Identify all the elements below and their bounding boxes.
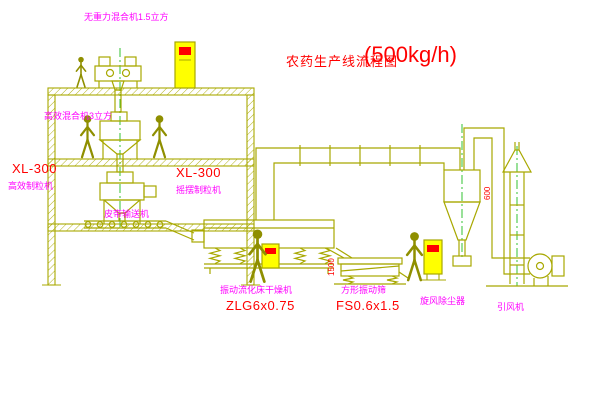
label-belt-conveyor: 皮带输送机 bbox=[104, 209, 150, 219]
label-center-granulator-name: 摇摆制粒机 bbox=[176, 185, 222, 195]
label-fan-name: 引风机 bbox=[497, 302, 525, 312]
label-screen-name: 方形振动筛 bbox=[341, 285, 387, 295]
diagram-capacity: (500kg/h) bbox=[364, 42, 457, 67]
dimension-screen-chute: 1500 bbox=[327, 258, 336, 276]
cabinet-display bbox=[179, 47, 191, 55]
induced-draft-fan bbox=[486, 253, 568, 287]
vibrating-screen bbox=[325, 247, 409, 285]
label-cyclone-name: 旋风除尘器 bbox=[420, 296, 466, 306]
outlet-duct bbox=[463, 127, 530, 275]
label-center-granulator-model: XL-300 bbox=[176, 165, 221, 180]
diagram-title: 农药生产线流程图 bbox=[286, 54, 399, 69]
label-dryer-name: 振动流化床干燥机 bbox=[220, 285, 293, 295]
person-figure bbox=[151, 114, 168, 159]
label-left-granulator-name: 高效制粒机 bbox=[8, 181, 54, 191]
dimension-cyclone: 600 bbox=[483, 186, 492, 200]
roof-mixer bbox=[94, 56, 142, 113]
label-mid-mixer: 高效混合机3立方 bbox=[44, 111, 113, 121]
label-screen-model: FS0.6x1.5 bbox=[336, 298, 400, 313]
cabinet-display bbox=[265, 248, 276, 254]
dryer-control-cabinet bbox=[261, 243, 280, 269]
cabinet-display bbox=[427, 245, 439, 252]
label-left-granulator-model: XL-300 bbox=[12, 161, 57, 176]
roof-control-cabinet bbox=[174, 41, 196, 89]
label-top-mixer: 无重力混合机1.5立方 bbox=[84, 12, 169, 22]
label-dryer-model: ZLG6x0.75 bbox=[226, 298, 295, 313]
exhaust-stack bbox=[501, 142, 533, 284]
cyclone-separator bbox=[443, 169, 481, 267]
person-figure bbox=[75, 56, 87, 88]
centerlines bbox=[119, 48, 518, 286]
person-figure bbox=[79, 114, 96, 159]
person-figure bbox=[405, 230, 424, 282]
cyclone-control-cabinet bbox=[420, 239, 446, 281]
exhaust-duct bbox=[255, 145, 461, 220]
belt-conveyor bbox=[84, 220, 195, 241]
